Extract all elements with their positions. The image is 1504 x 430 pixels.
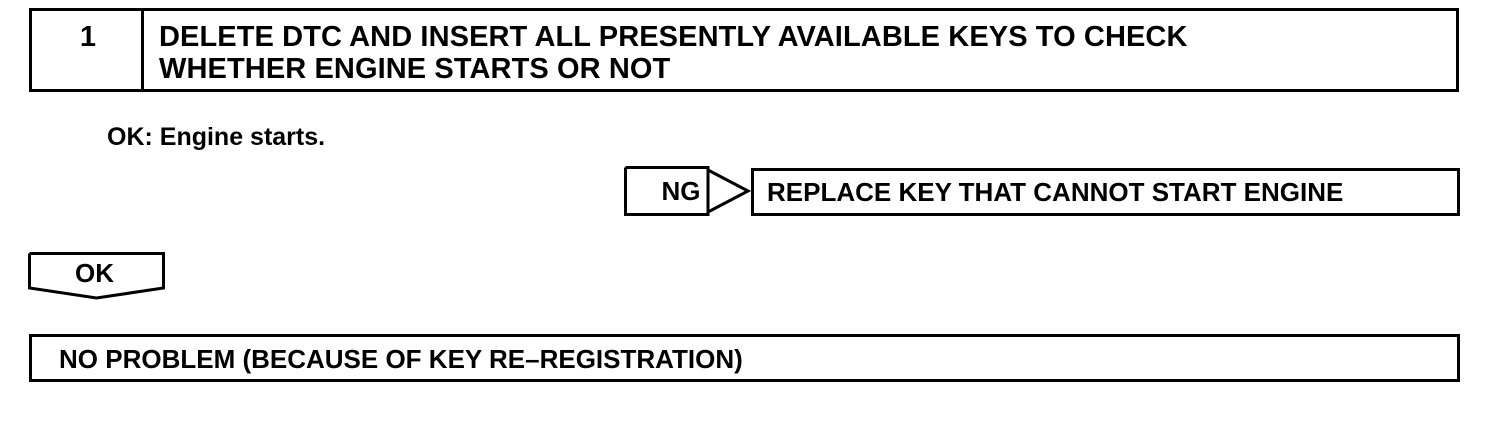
- ok-criteria: OK: Engine starts.: [107, 123, 326, 151]
- ng-label: NG: [661, 176, 701, 206]
- ok-result-box: NO PROBLEM (BECAUSE OF KEY RE–REGISTRATI…: [29, 334, 1460, 382]
- step-title: DELETE DTC AND INSERT ALL PRESENTLY AVAI…: [159, 21, 1449, 85]
- step-title-line-1: DELETE DTC AND INSERT ALL PRESENTLY AVAI…: [159, 21, 1188, 53]
- ok-result-text: NO PROBLEM (BECAUSE OF KEY RE–REGISTRATI…: [59, 344, 743, 374]
- step-header-box: 1 DELETE DTC AND INSERT ALL PRESENTLY AV…: [29, 8, 1459, 92]
- ng-result-box: REPLACE KEY THAT CANNOT START ENGINE: [751, 168, 1460, 216]
- ng-result-text: REPLACE KEY THAT CANNOT START ENGINE: [767, 177, 1344, 207]
- step-number: 1: [79, 21, 97, 53]
- step-number-cell: 1: [32, 11, 144, 89]
- ok-label: OK: [75, 258, 114, 288]
- ok-arrow-shape: [28, 252, 165, 300]
- ng-arrow-shape: [624, 166, 752, 216]
- step-title-line-2: WHETHER ENGINE STARTS OR NOT: [159, 53, 671, 85]
